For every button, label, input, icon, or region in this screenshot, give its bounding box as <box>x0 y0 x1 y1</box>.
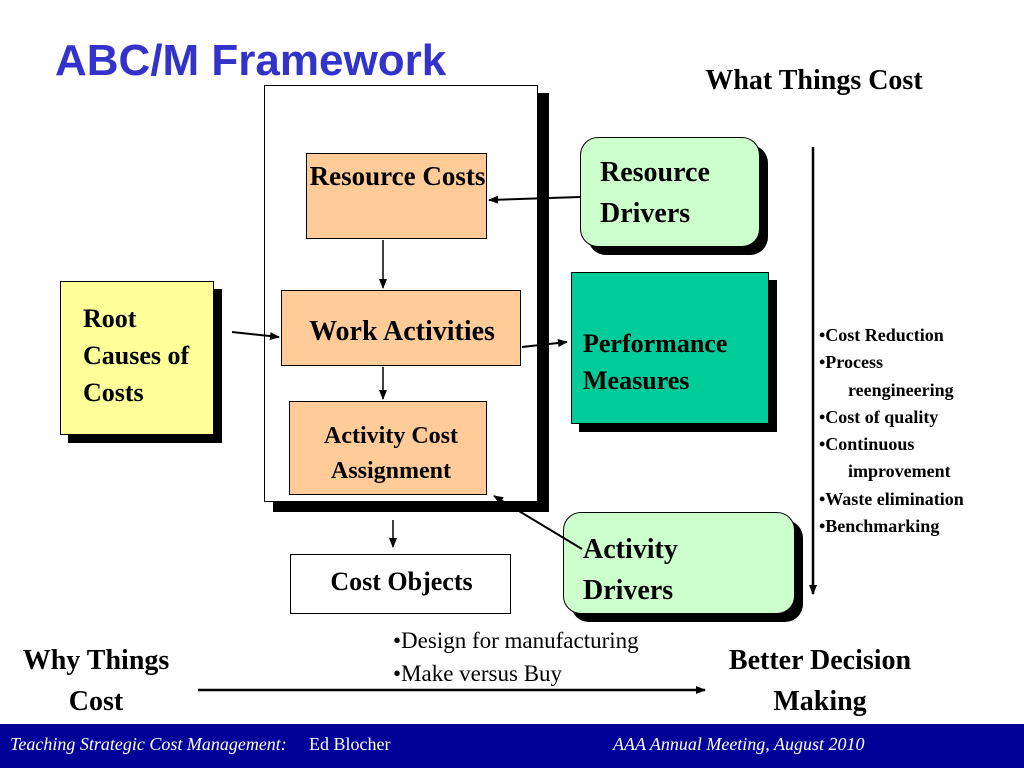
what-things-cost-text: What Things Cost <box>705 65 923 96</box>
performance-measures-box: Performance Measures <box>571 272 769 424</box>
performance-measures-text: Performance Measures <box>583 329 728 395</box>
activity-drivers-label: Activity Drivers <box>583 534 678 606</box>
work-activities-box: Work Activities <box>281 290 521 366</box>
bullet-cost-reduction: •Cost Reduction <box>819 325 944 345</box>
bullet-benchmarking: •Benchmarking <box>819 516 940 537</box>
cost-objects-label: Cost Objects <box>330 567 473 596</box>
what-things-cost-label: What Things Cost <box>705 60 923 101</box>
bullet-improvement: improvement <box>848 461 951 482</box>
resource-costs-box: Resource Costs <box>306 153 487 239</box>
bullet-reengineering: reengineering <box>848 379 954 400</box>
resource-drivers-box: Resource Drivers <box>580 137 760 247</box>
why-things-cost-text: Why Things Cost <box>22 645 170 717</box>
activity-cost-assignment-box: Activity Cost Assignment <box>289 401 487 495</box>
performance-measures-label: Performance Measures <box>583 325 769 399</box>
footer-bar: Teaching Strategic Cost Management: Ed B… <box>0 724 1024 768</box>
better-decision-making-text: Better Decision Making <box>728 645 912 717</box>
resource-drivers-arrow <box>488 195 581 204</box>
bullet-process: •Process <box>819 352 883 373</box>
cost-objects-box: Cost Objects <box>290 554 511 614</box>
bullet-make-versus-buy: •Make versus Buy <box>393 661 563 686</box>
resource-drivers-label: Resource Drivers <box>600 157 710 229</box>
bullet-design-for-manufacturing: •Design for manufacturing <box>393 628 639 653</box>
performance-measures-arrow <box>521 339 568 348</box>
footer-course-title: Teaching Strategic Cost Management: <box>10 734 287 754</box>
bottom-bullet-list: •Design for manufacturing •Make versus B… <box>393 624 639 690</box>
slide-title: ABC/M Framework <box>55 36 447 85</box>
right-bullet-list: •Cost Reduction •Process reengineering •… <box>819 322 964 540</box>
footer-author: Ed Blocher <box>309 734 391 754</box>
activity-drivers-box: Activity Drivers <box>563 512 795 614</box>
resource-costs-label: Resource Costs <box>309 161 486 191</box>
activity-drivers-arrow <box>493 495 583 550</box>
root-causes-box: Root Causes of Costs <box>60 281 214 435</box>
activity-cost-assignment-label: Activity Cost Assignment <box>324 423 458 484</box>
root-causes-label: Root Causes of Costs <box>83 304 190 407</box>
bullet-waste-elimination: •Waste elimination <box>819 488 964 509</box>
root-causes-arrow <box>231 331 280 341</box>
why-things-cost-label: Why Things Cost <box>0 640 192 722</box>
bullet-cost-of-quality: •Cost of quality <box>819 406 939 427</box>
footer-meeting: AAA Annual Meeting, August 2010 <box>613 734 865 754</box>
better-decision-making-label: Better Decision Making <box>700 640 940 722</box>
bullet-continuous: •Continuous <box>819 434 915 455</box>
work-activities-label: Work Activities <box>309 316 495 347</box>
